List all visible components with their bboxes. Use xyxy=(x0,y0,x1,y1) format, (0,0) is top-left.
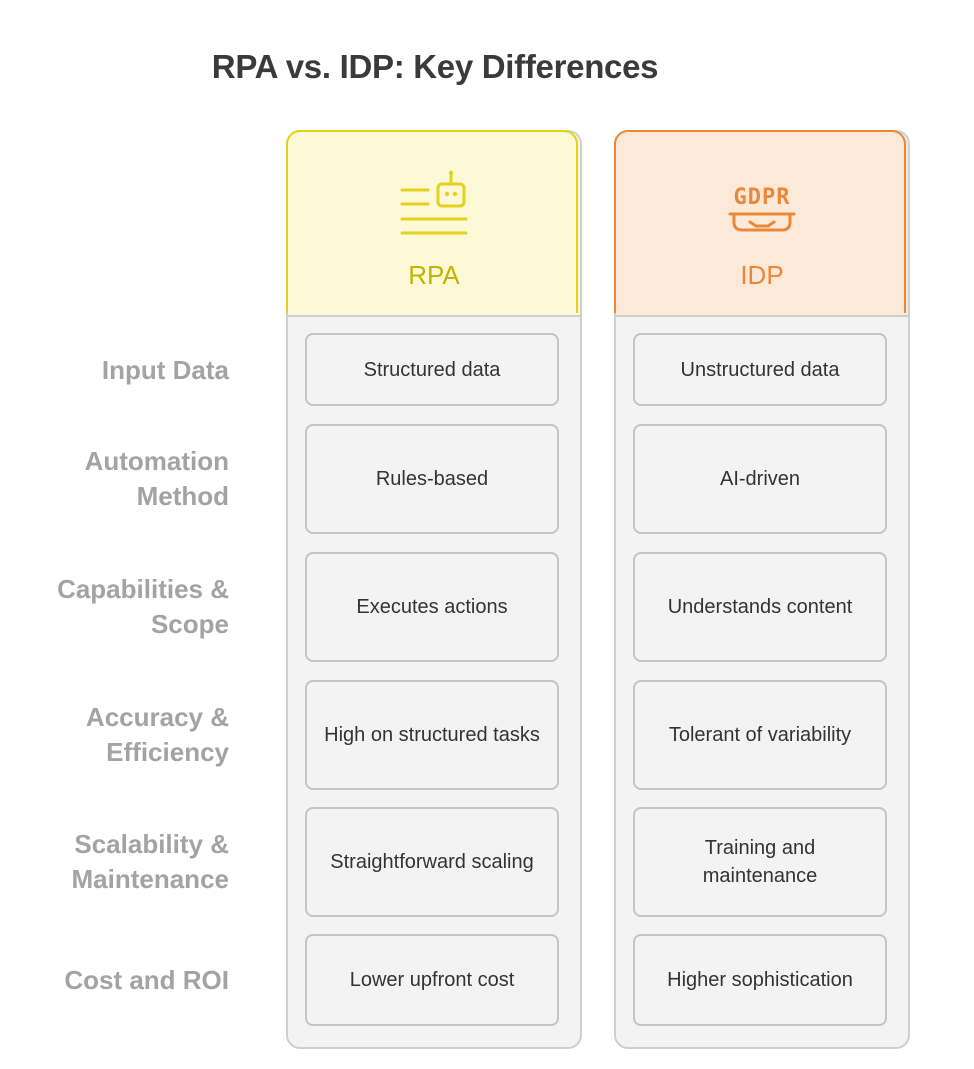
gdpr-icon: GDPR xyxy=(728,185,796,232)
gdpr-icon-text: GDPR xyxy=(734,185,791,210)
idp-cell-cost: Higher sophistication xyxy=(633,934,887,1026)
page-title: RPA vs. IDP: Key Differences xyxy=(211,48,659,85)
idp-cell-input-data: Unstructured data xyxy=(633,333,887,406)
idp-cell-capabilities: Understands content xyxy=(633,552,887,662)
idp-column-header: GDPR IDP xyxy=(616,132,908,317)
rpa-cell-cost: Lower upfront cost xyxy=(305,934,559,1026)
row-label: Capabilities & Scope xyxy=(57,574,229,639)
row-label: Accuracy & Efficiency xyxy=(85,702,229,767)
idp-cell-scalability: Training and maintenance xyxy=(633,807,887,917)
rpa-cell-automation-method: Rules-based xyxy=(305,424,559,534)
rpa-column-header: RPA xyxy=(288,132,580,317)
row-label: Scalability & Maintenance xyxy=(71,829,230,894)
idp-cell-accuracy: Tolerant of variability xyxy=(633,680,887,790)
rpa-cell-accuracy: High on structured tasks xyxy=(305,680,559,790)
rpa-cell-capabilities: Executes actions xyxy=(305,552,559,662)
row-label: Automation Method xyxy=(84,446,229,511)
row-label: Cost and ROI xyxy=(64,964,229,995)
rpa-column-label: RPA xyxy=(408,260,460,290)
robot-document-icon xyxy=(400,170,468,235)
rpa-cell-scalability: Straightforward scaling xyxy=(305,807,559,917)
idp-column-label: IDP xyxy=(740,260,784,290)
rpa-cell-input-data: Structured data xyxy=(305,333,559,406)
idp-cell-automation-method: AI-driven xyxy=(633,424,887,534)
row-label: Input Data xyxy=(101,354,229,385)
